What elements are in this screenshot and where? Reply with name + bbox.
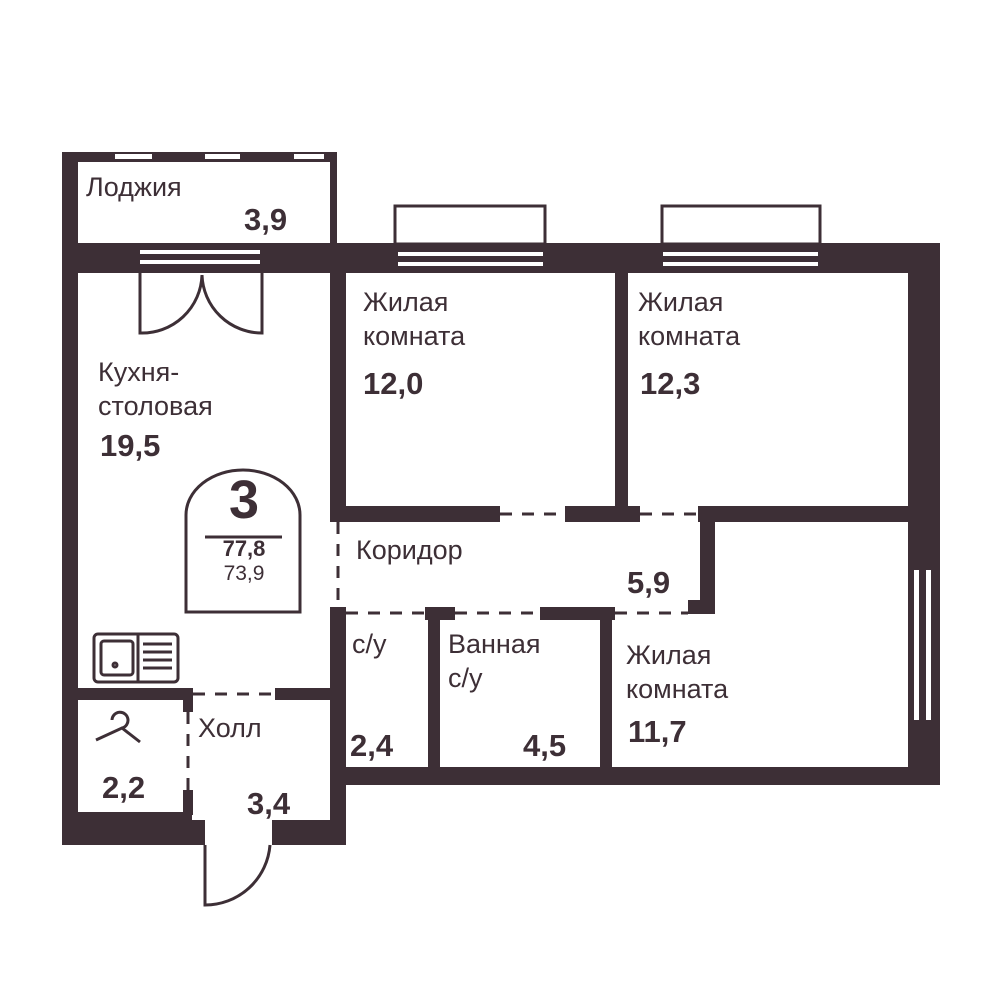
room-label-bathroom: Ванная с/у bbox=[448, 629, 541, 693]
room-area-living-1: 12,0 bbox=[363, 366, 424, 401]
room-label-living-3: Жилая комната bbox=[626, 640, 729, 704]
total-area: 77,8 bbox=[222, 536, 266, 561]
room-label-hall: Холл bbox=[198, 713, 262, 743]
sink-icon bbox=[92, 632, 180, 684]
walls bbox=[62, 152, 940, 845]
apartment-badge: 3 77,8 73,9 bbox=[186, 470, 302, 586]
room-label-wc: с/у bbox=[352, 629, 387, 659]
room-label-living-1: Жилая комната bbox=[363, 287, 466, 351]
living-area: 73,9 bbox=[223, 562, 265, 585]
room-area-living-3: 11,7 bbox=[628, 714, 687, 749]
hanger-icon bbox=[95, 710, 141, 744]
room-area-wardrobe: 2,2 bbox=[102, 770, 146, 805]
room-area-loggia: 3,9 bbox=[244, 202, 288, 237]
room-area-hall: 3,4 bbox=[247, 786, 291, 821]
room-area-wc: 2,4 bbox=[350, 728, 394, 763]
apartment-badge-frame bbox=[184, 468, 302, 614]
room-area-kitchen: 19,5 bbox=[100, 428, 161, 463]
room-label-kitchen: Кухня- столовая bbox=[98, 357, 213, 421]
room-count: 3 bbox=[228, 470, 260, 530]
room-label-corridor: Коридор bbox=[356, 535, 463, 565]
room-label-living-2: Жилая комната bbox=[638, 287, 741, 351]
room-label-loggia: Лоджия bbox=[86, 172, 182, 202]
fixtures bbox=[92, 204, 822, 907]
windows bbox=[115, 154, 931, 720]
room-area-corridor: 5,9 bbox=[627, 565, 671, 600]
room-area-living-2: 12,3 bbox=[640, 366, 701, 401]
room-area-bathroom: 4,5 bbox=[523, 728, 567, 763]
